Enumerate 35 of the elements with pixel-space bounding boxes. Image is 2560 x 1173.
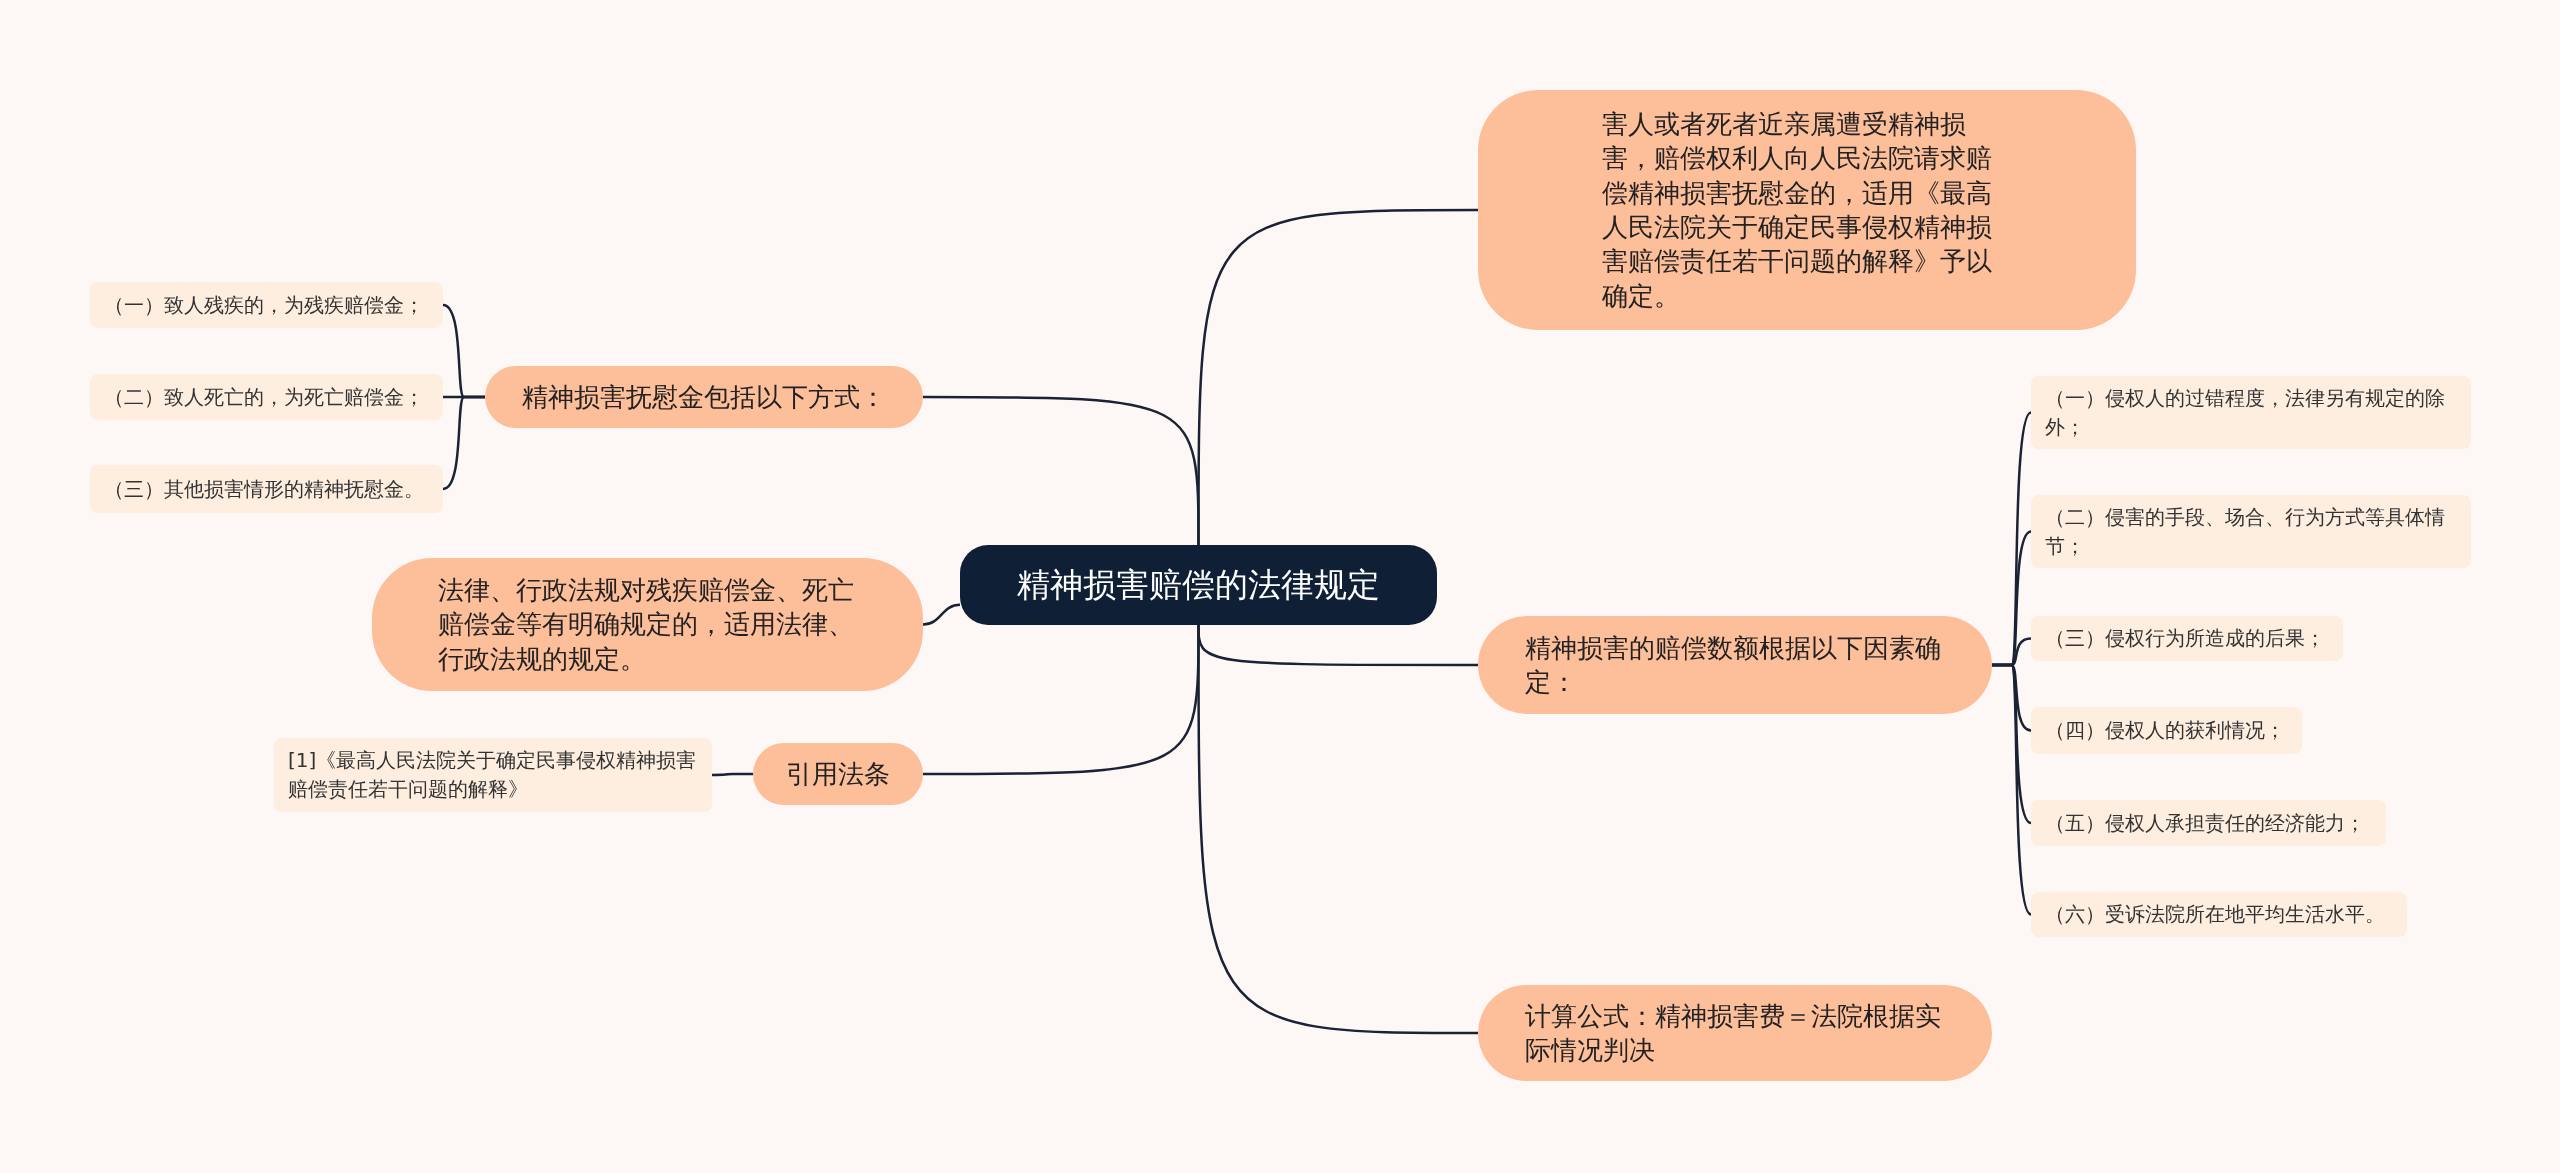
connector-line xyxy=(442,395,485,491)
topic-text: 引用法条 xyxy=(786,757,890,791)
connector-line xyxy=(923,395,1200,545)
subtopic-text: （三）侵权行为所造成的后果； xyxy=(2045,625,2325,652)
subtopic-box xyxy=(90,282,443,328)
subtopic-box xyxy=(2031,616,2343,661)
subtopic-box xyxy=(274,738,712,812)
subtopic-box xyxy=(2031,495,2471,568)
subtopic-text: [1]《最高人民法院关于确定民事侵权精神损害赔偿责任若干问题的解释》 xyxy=(288,747,698,803)
topic-text: 精神损害的赔偿数额根据以下因素确定： xyxy=(1525,631,1942,699)
subtopic-text: （四）侵权人的获利情况； xyxy=(2045,717,2285,744)
central-topic-text: 精神损害赔偿的法律规定 xyxy=(1017,563,1380,606)
subtopic-text: （二）侵害的手段、场合、行为方式等具体情节； xyxy=(2045,503,2446,560)
subtopic-text: （一）侵权人的过错程度，法律另有规定的除外； xyxy=(2045,384,2446,441)
central-topic-box xyxy=(960,545,1437,625)
topic-box xyxy=(1478,90,2136,330)
subtopic-box xyxy=(90,465,443,513)
connector-line xyxy=(922,603,961,626)
connector-line xyxy=(1992,663,2032,916)
subtopic-box xyxy=(2031,892,2407,937)
subtopic-text: （二）致人死亡的，为死亡赔偿金； xyxy=(104,383,424,411)
subtopic-box xyxy=(2031,376,2471,449)
subtopic-text: （五）侵权人承担责任的经济能力； xyxy=(2045,809,2365,837)
topic-text: 精神损害抚慰金包括以下方式： xyxy=(522,380,886,414)
subtopic-box xyxy=(2031,800,2386,846)
subtopic-box xyxy=(90,374,443,420)
connector-line xyxy=(712,772,753,777)
subtopic-text: （六）受诉法院所在地平均生活水平。 xyxy=(2045,901,2385,928)
topic-text: 法律、行政法规对残疾赔偿金、死亡赔偿金等有明确规定的，适用法律、行政法规的规定。 xyxy=(437,574,855,676)
subtopic-box xyxy=(2031,707,2302,754)
subtopic-text: （三）其他损害情形的精神抚慰金。 xyxy=(104,475,424,503)
topic-text: 计算公式：精神损害费＝法院根据实际情况判决 xyxy=(1525,999,1942,1067)
topic-text: 害人或者死者近亲属遭受精神损害，赔偿权利人向人民法院请求赔偿精神损害抚慰金的，适用《最高人民法院关于确定民事侵权精神损害赔偿责任若干问题的解释》予以确定。 xyxy=(1602,108,1993,313)
connector-line xyxy=(923,625,1200,776)
subtopic-text: （一）致人残疾的，为残疾赔偿金； xyxy=(104,291,424,319)
